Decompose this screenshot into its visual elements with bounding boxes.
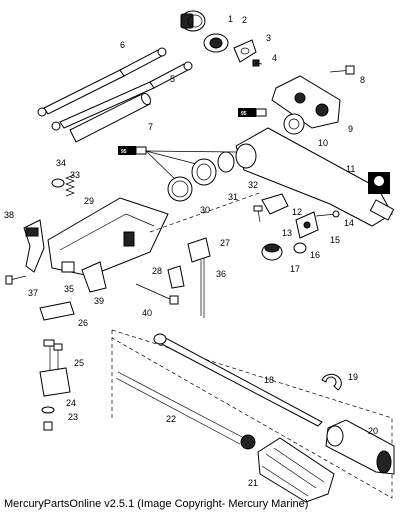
- part-bracket-26: [39, 301, 75, 321]
- part-throttle-cable: [153, 333, 323, 427]
- callout-14: 14: [344, 218, 354, 228]
- callout-20: 20: [368, 426, 378, 436]
- callout-6: 6: [120, 40, 125, 50]
- part-grip-tube: [69, 92, 152, 143]
- part-washer-24: [41, 406, 55, 414]
- callout-13: 13: [282, 228, 292, 238]
- callout-24: 24: [66, 398, 76, 408]
- part-washer-plate: [233, 39, 257, 63]
- part-ring-31: [191, 158, 217, 186]
- callout-27: 27: [220, 238, 230, 248]
- part-link-39: [81, 261, 107, 293]
- callout-11: 11: [346, 164, 355, 174]
- part-swivel-bracket: [47, 197, 169, 277]
- part-ring-10: [283, 113, 305, 135]
- callout-38: 38: [4, 210, 14, 220]
- part-screw-13: [253, 205, 263, 223]
- assembly-outline: [111, 191, 393, 499]
- part-clamp-12: [261, 193, 289, 215]
- callout-2: 2: [242, 15, 247, 25]
- part-clip-28: [167, 265, 185, 289]
- part-bracket-plate: [271, 75, 341, 129]
- part-block-15: [295, 211, 319, 239]
- sealant-badge-icon: 95: [118, 146, 147, 155]
- callout-33: 33: [70, 170, 80, 180]
- callout-5: 5: [170, 74, 175, 84]
- callout-40: 40: [142, 308, 152, 318]
- callout-18: 18: [264, 375, 274, 385]
- part-ring-32: [217, 151, 235, 173]
- part-washer-19: [321, 373, 342, 391]
- part-bolt-8: [329, 65, 355, 75]
- part-bolt-40: [135, 283, 179, 305]
- image-caption: MercuryPartsOnline v2.5.1 (Image Copyrig…: [4, 498, 309, 510]
- callout-1: 1: [228, 14, 233, 24]
- part-knob-17: [261, 243, 283, 261]
- callout-37: 37: [28, 288, 38, 298]
- part-wiring-harness: [39, 339, 71, 397]
- part-ring-16: [293, 242, 307, 254]
- callout-10: 10: [318, 138, 328, 148]
- part-bushing: [203, 33, 229, 53]
- part-screw-4: [252, 59, 263, 67]
- callout-8: 8: [360, 75, 365, 85]
- callout-15: 15: [330, 235, 340, 245]
- callout-36: 36: [216, 269, 226, 279]
- part-rod-36: [200, 258, 205, 318]
- part-ring-30: [167, 176, 193, 202]
- part-screw-37: [5, 275, 27, 285]
- sealant-badge-icon: 95: [238, 108, 267, 117]
- part-spring-33: [65, 174, 75, 197]
- callout-7: 7: [148, 122, 153, 132]
- part-tag-35: [61, 261, 75, 273]
- badge-label: 95: [241, 111, 247, 117]
- callout-19: 19: [348, 372, 358, 382]
- part-handle-grip: [257, 437, 335, 503]
- part-hose-clamp: [180, 10, 206, 32]
- part-tiller-arm: [235, 127, 395, 227]
- badge-label: 95: [121, 149, 127, 155]
- part-shift-cable: [115, 371, 256, 450]
- callout-39: 39: [94, 296, 104, 306]
- callout-35: 35: [64, 284, 74, 294]
- callout-32: 32: [248, 180, 258, 190]
- callout-23: 23: [68, 412, 78, 422]
- part-screw-14: [315, 210, 340, 218]
- part-twist-grip: [325, 419, 395, 475]
- callout-9: 9: [348, 124, 353, 134]
- callout-4: 4: [272, 53, 277, 63]
- part-gas-spring-6: [37, 47, 167, 117]
- callout-12: 12: [292, 207, 302, 217]
- callout-21: 21: [248, 478, 258, 488]
- part-gas-spring-5: [51, 61, 193, 131]
- callout-34: 34: [56, 158, 66, 168]
- part-screw-23: [43, 421, 53, 431]
- callout-25: 25: [74, 358, 84, 368]
- callout-16: 16: [310, 250, 320, 260]
- part-bracket-27: [187, 237, 211, 263]
- callout-30: 30: [200, 205, 210, 215]
- callout-3: 3: [266, 33, 271, 43]
- callout-29: 29: [84, 196, 94, 206]
- part-nut-34: [51, 178, 65, 188]
- callout-22: 22: [166, 414, 176, 424]
- callout-26: 26: [78, 318, 88, 328]
- part-lever-38: [23, 219, 45, 273]
- callout-17: 17: [290, 264, 300, 274]
- callout-28: 28: [152, 266, 162, 276]
- callout-31: 31: [228, 192, 238, 202]
- quality-badge-icon: [368, 172, 390, 194]
